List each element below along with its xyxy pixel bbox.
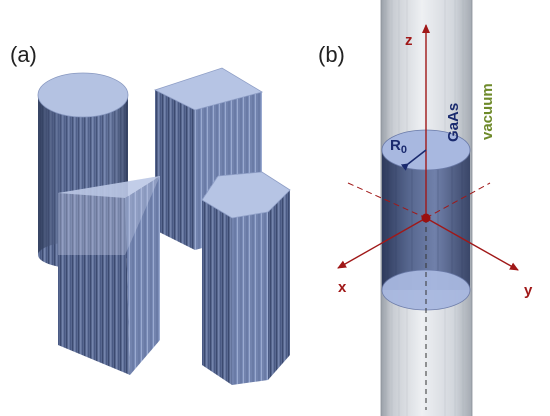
radius-label: R0 bbox=[390, 137, 407, 156]
hexagonal-prism bbox=[201, 171, 291, 385]
origin-point bbox=[421, 213, 431, 223]
y-axis bbox=[425, 217, 519, 271]
y-axis-label: y bbox=[524, 282, 533, 299]
triangular-prism bbox=[58, 176, 160, 375]
axes bbox=[337, 24, 519, 271]
x-axis-label: x bbox=[338, 279, 347, 296]
panel-b-label: (b) bbox=[318, 42, 345, 67]
z-axis-label: z bbox=[405, 32, 413, 49]
panel-a-label: (a) bbox=[10, 42, 37, 67]
vacuum-label: vacuum bbox=[479, 83, 496, 140]
x-axis bbox=[337, 217, 427, 269]
plane-dashed-lines bbox=[347, 182, 491, 219]
cylinder-prism bbox=[37, 72, 129, 269]
radius-arrow bbox=[400, 149, 427, 171]
gaas-label: GaAs bbox=[445, 103, 462, 142]
